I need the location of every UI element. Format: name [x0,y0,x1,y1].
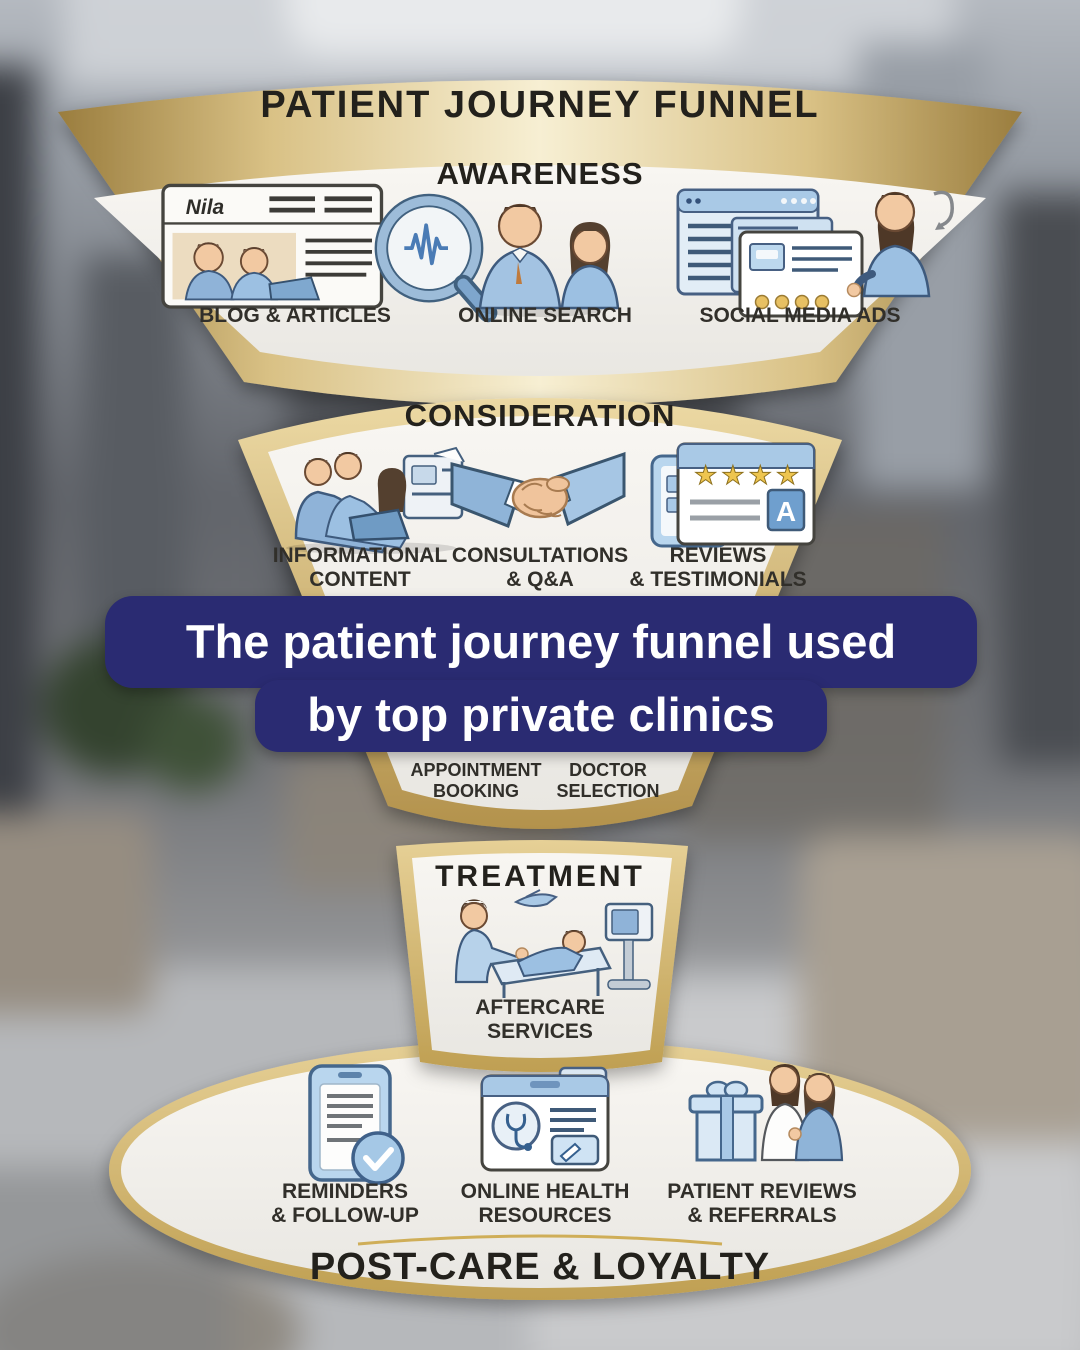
item-label-informational-content: INFORMATIONAL CONTENT [272,544,448,592]
online-health-icon [480,1066,610,1172]
social-media-ads-icon [676,188,954,318]
reviews-tile-letter: A [776,496,796,527]
item-label-blog-articles: BLOG & ARTICLES [199,304,391,327]
reminders-icon [308,1064,405,1185]
consultations-icon [450,451,626,528]
stage-heading-treatment: TREATMENT [435,860,645,893]
item-label-reviews-testimonials: REVIEWS & TESTIMONIALS [629,544,807,592]
background-pillar [0,65,37,829]
item-label-appointment-booking: APPOINTMENT BOOKING [410,760,542,801]
stage-heading-awareness: AWARENESS [436,156,644,191]
item-label-patient-reviews-referrals: PATIENT REVIEWS & REFERRALS [667,1180,857,1228]
blog-logo-text: Nila [186,196,224,219]
patient-reviews-icon [688,1064,844,1162]
item-label-reminders-follow-up: REMINDERS & FOLLOW-UP [271,1180,419,1228]
background-ceiling-glow [285,0,742,55]
reviews-testimonials-icon: ★★★★ A [650,442,816,548]
star-rating-icon: ★★★★ [694,460,803,490]
stage-heading-consideration: CONSIDERATION [404,398,676,433]
online-search-icon [478,203,620,317]
item-label-online-health-resources: ONLINE HEALTH RESOURCES [460,1180,630,1228]
treatment-scene-icon [454,889,654,998]
informational-content-icon [286,446,465,554]
item-label-consultations: CONSULTATIONS & Q&A [451,544,629,592]
postcare-divider-line [357,1234,723,1246]
background-pillar [1001,192,1080,766]
caption-banner: The patient journey funnel used by top p… [105,596,977,752]
blog-articles-icon: Nila [161,183,498,323]
stage-heading-post-care-loyalty: POST-CARE & LOYALTY [309,1246,771,1288]
caption-line-1: The patient journey funnel used [105,596,977,688]
item-label-aftercare-services: AFTERCARE SERVICES [475,996,605,1044]
background-plant [142,696,244,792]
item-label-social-media-ads: SOCIAL MEDIA ADS [699,304,901,327]
item-label-doctor-selection: DOCTOR SELECTION [556,760,660,801]
poster-title: PATIENT JOURNEY FUNNEL [260,84,820,126]
caption-line-2: by top private clinics [255,680,827,752]
item-label-online-search: ONLINE SEARCH [458,304,632,327]
background-sofa [0,812,154,1015]
